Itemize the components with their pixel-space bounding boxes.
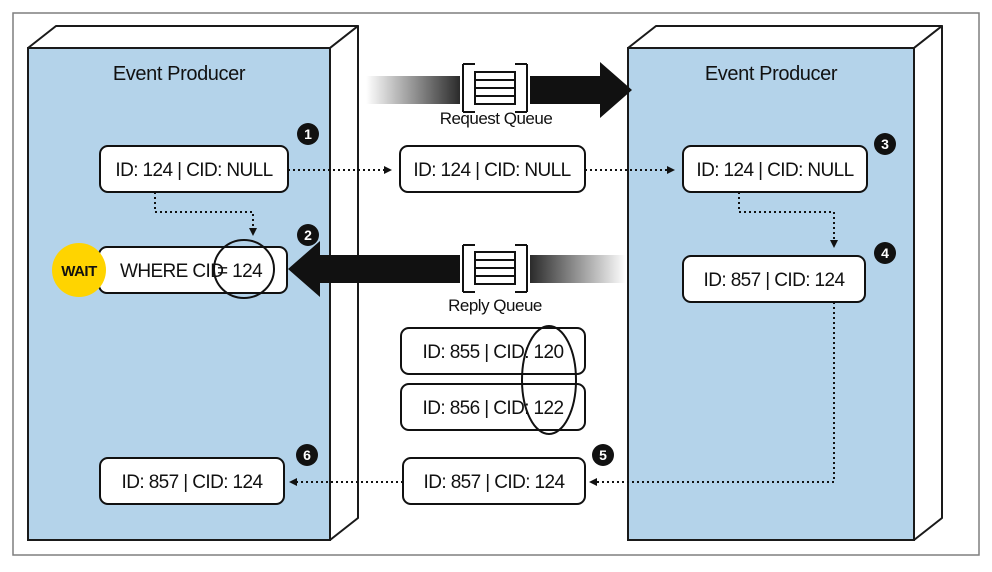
message-step5: ID: 857 | CID: 124 bbox=[402, 457, 586, 505]
step-badge-3: 3 bbox=[874, 133, 896, 155]
message-step5-box bbox=[402, 457, 586, 505]
step-badge-6: 6 bbox=[296, 444, 318, 466]
reply-queue-label: Reply Queue bbox=[448, 296, 542, 315]
step-badge-5-number: 5 bbox=[599, 447, 607, 463]
message-step3: ID: 124 | CID: NULL bbox=[682, 145, 868, 193]
message-step4-box bbox=[682, 255, 866, 303]
flow-step1-to-step2 bbox=[154, 192, 257, 236]
step-badge-5: 5 bbox=[592, 444, 614, 466]
right-event-producer-panel: Event Producer bbox=[627, 25, 943, 541]
step-badge-1-number: 1 bbox=[304, 126, 312, 142]
wait-badge-circle bbox=[52, 243, 106, 297]
step-badge-3-circle bbox=[874, 133, 896, 155]
message-reply-queued-1-text: ID: 855 | CID: 120 bbox=[423, 342, 564, 363]
step-badge-4-circle bbox=[874, 242, 896, 264]
reply-queue-arrow-head bbox=[288, 241, 460, 297]
message-step6-box bbox=[99, 457, 285, 505]
message-reply-queued-1-box bbox=[400, 327, 586, 375]
message-step6-text: ID: 857 | CID: 124 bbox=[122, 472, 264, 493]
flow-step3-to-step4 bbox=[738, 192, 838, 248]
cid-mismatch-highlight-oval bbox=[521, 325, 577, 435]
step-badge-2-circle bbox=[297, 224, 319, 246]
message-step3-box bbox=[682, 145, 868, 193]
message-reply-queued-2: ID: 856 | CID: 122 bbox=[400, 383, 586, 431]
message-reply-queued-2-text: ID: 856 | CID: 122 bbox=[423, 398, 564, 419]
left-panel-top-face bbox=[27, 25, 359, 49]
reply-queue-arrow-tail bbox=[530, 255, 626, 283]
message-step6: ID: 857 | CID: 124 bbox=[99, 457, 285, 505]
reply-queue-icon bbox=[462, 244, 528, 293]
message-reply-queued-2-box bbox=[400, 383, 586, 431]
request-queue-icon bbox=[462, 63, 528, 113]
request-queue-label: Request Queue bbox=[440, 109, 553, 128]
message-step2: WHERE CID = 124 bbox=[98, 239, 288, 299]
step-badge-2: 2 bbox=[297, 224, 319, 246]
step-badge-1: 1 bbox=[297, 123, 319, 145]
message-request-in-queue-text: ID: 124 | CID: NULL bbox=[413, 160, 570, 181]
message-step2-prefix: WHERE CID bbox=[120, 261, 223, 282]
wait-badge: WAIT bbox=[52, 243, 106, 297]
right-panel-title: Event Producer bbox=[705, 63, 838, 85]
request-queue: Request Queue bbox=[366, 62, 632, 128]
step-badge-2-number: 2 bbox=[304, 227, 312, 243]
right-panel-side-face bbox=[913, 25, 943, 541]
message-step1-text: ID: 124 | CID: NULL bbox=[115, 160, 272, 181]
message-step2-value: = 124 bbox=[217, 261, 263, 282]
left-panel-title: Event Producer bbox=[113, 63, 246, 85]
message-step3-text: ID: 124 | CID: NULL bbox=[696, 160, 853, 181]
step-badge-1-circle bbox=[297, 123, 319, 145]
message-step1: ID: 124 | CID: NULL bbox=[99, 145, 289, 193]
reply-queue: Reply Queue bbox=[288, 241, 626, 315]
message-reply-queued-1: ID: 855 | CID: 120 bbox=[400, 327, 586, 375]
step-badge-6-number: 6 bbox=[303, 447, 311, 463]
request-queue-arrow-tail bbox=[366, 76, 460, 104]
message-request-in-queue-box bbox=[399, 145, 586, 193]
message-request-in-queue: ID: 124 | CID: NULL bbox=[399, 145, 586, 193]
step-badge-5-circle bbox=[592, 444, 614, 466]
wait-badge-text: WAIT bbox=[61, 263, 97, 280]
step-badge-6-circle bbox=[296, 444, 318, 466]
right-panel-top-face bbox=[627, 25, 943, 49]
flow-step4-to-step5 bbox=[589, 302, 835, 486]
message-step4: ID: 857 | CID: 124 bbox=[682, 255, 866, 303]
message-step5-text: ID: 857 | CID: 124 bbox=[424, 472, 566, 493]
request-queue-arrow-head bbox=[530, 62, 632, 118]
step-badge-3-number: 3 bbox=[881, 136, 889, 152]
message-step1-box bbox=[99, 145, 289, 193]
cid-match-highlight-circle bbox=[213, 239, 275, 299]
step-badge-4: 4 bbox=[874, 242, 896, 264]
message-step4-text: ID: 857 | CID: 124 bbox=[704, 270, 846, 291]
step-badge-4-number: 4 bbox=[881, 245, 889, 261]
